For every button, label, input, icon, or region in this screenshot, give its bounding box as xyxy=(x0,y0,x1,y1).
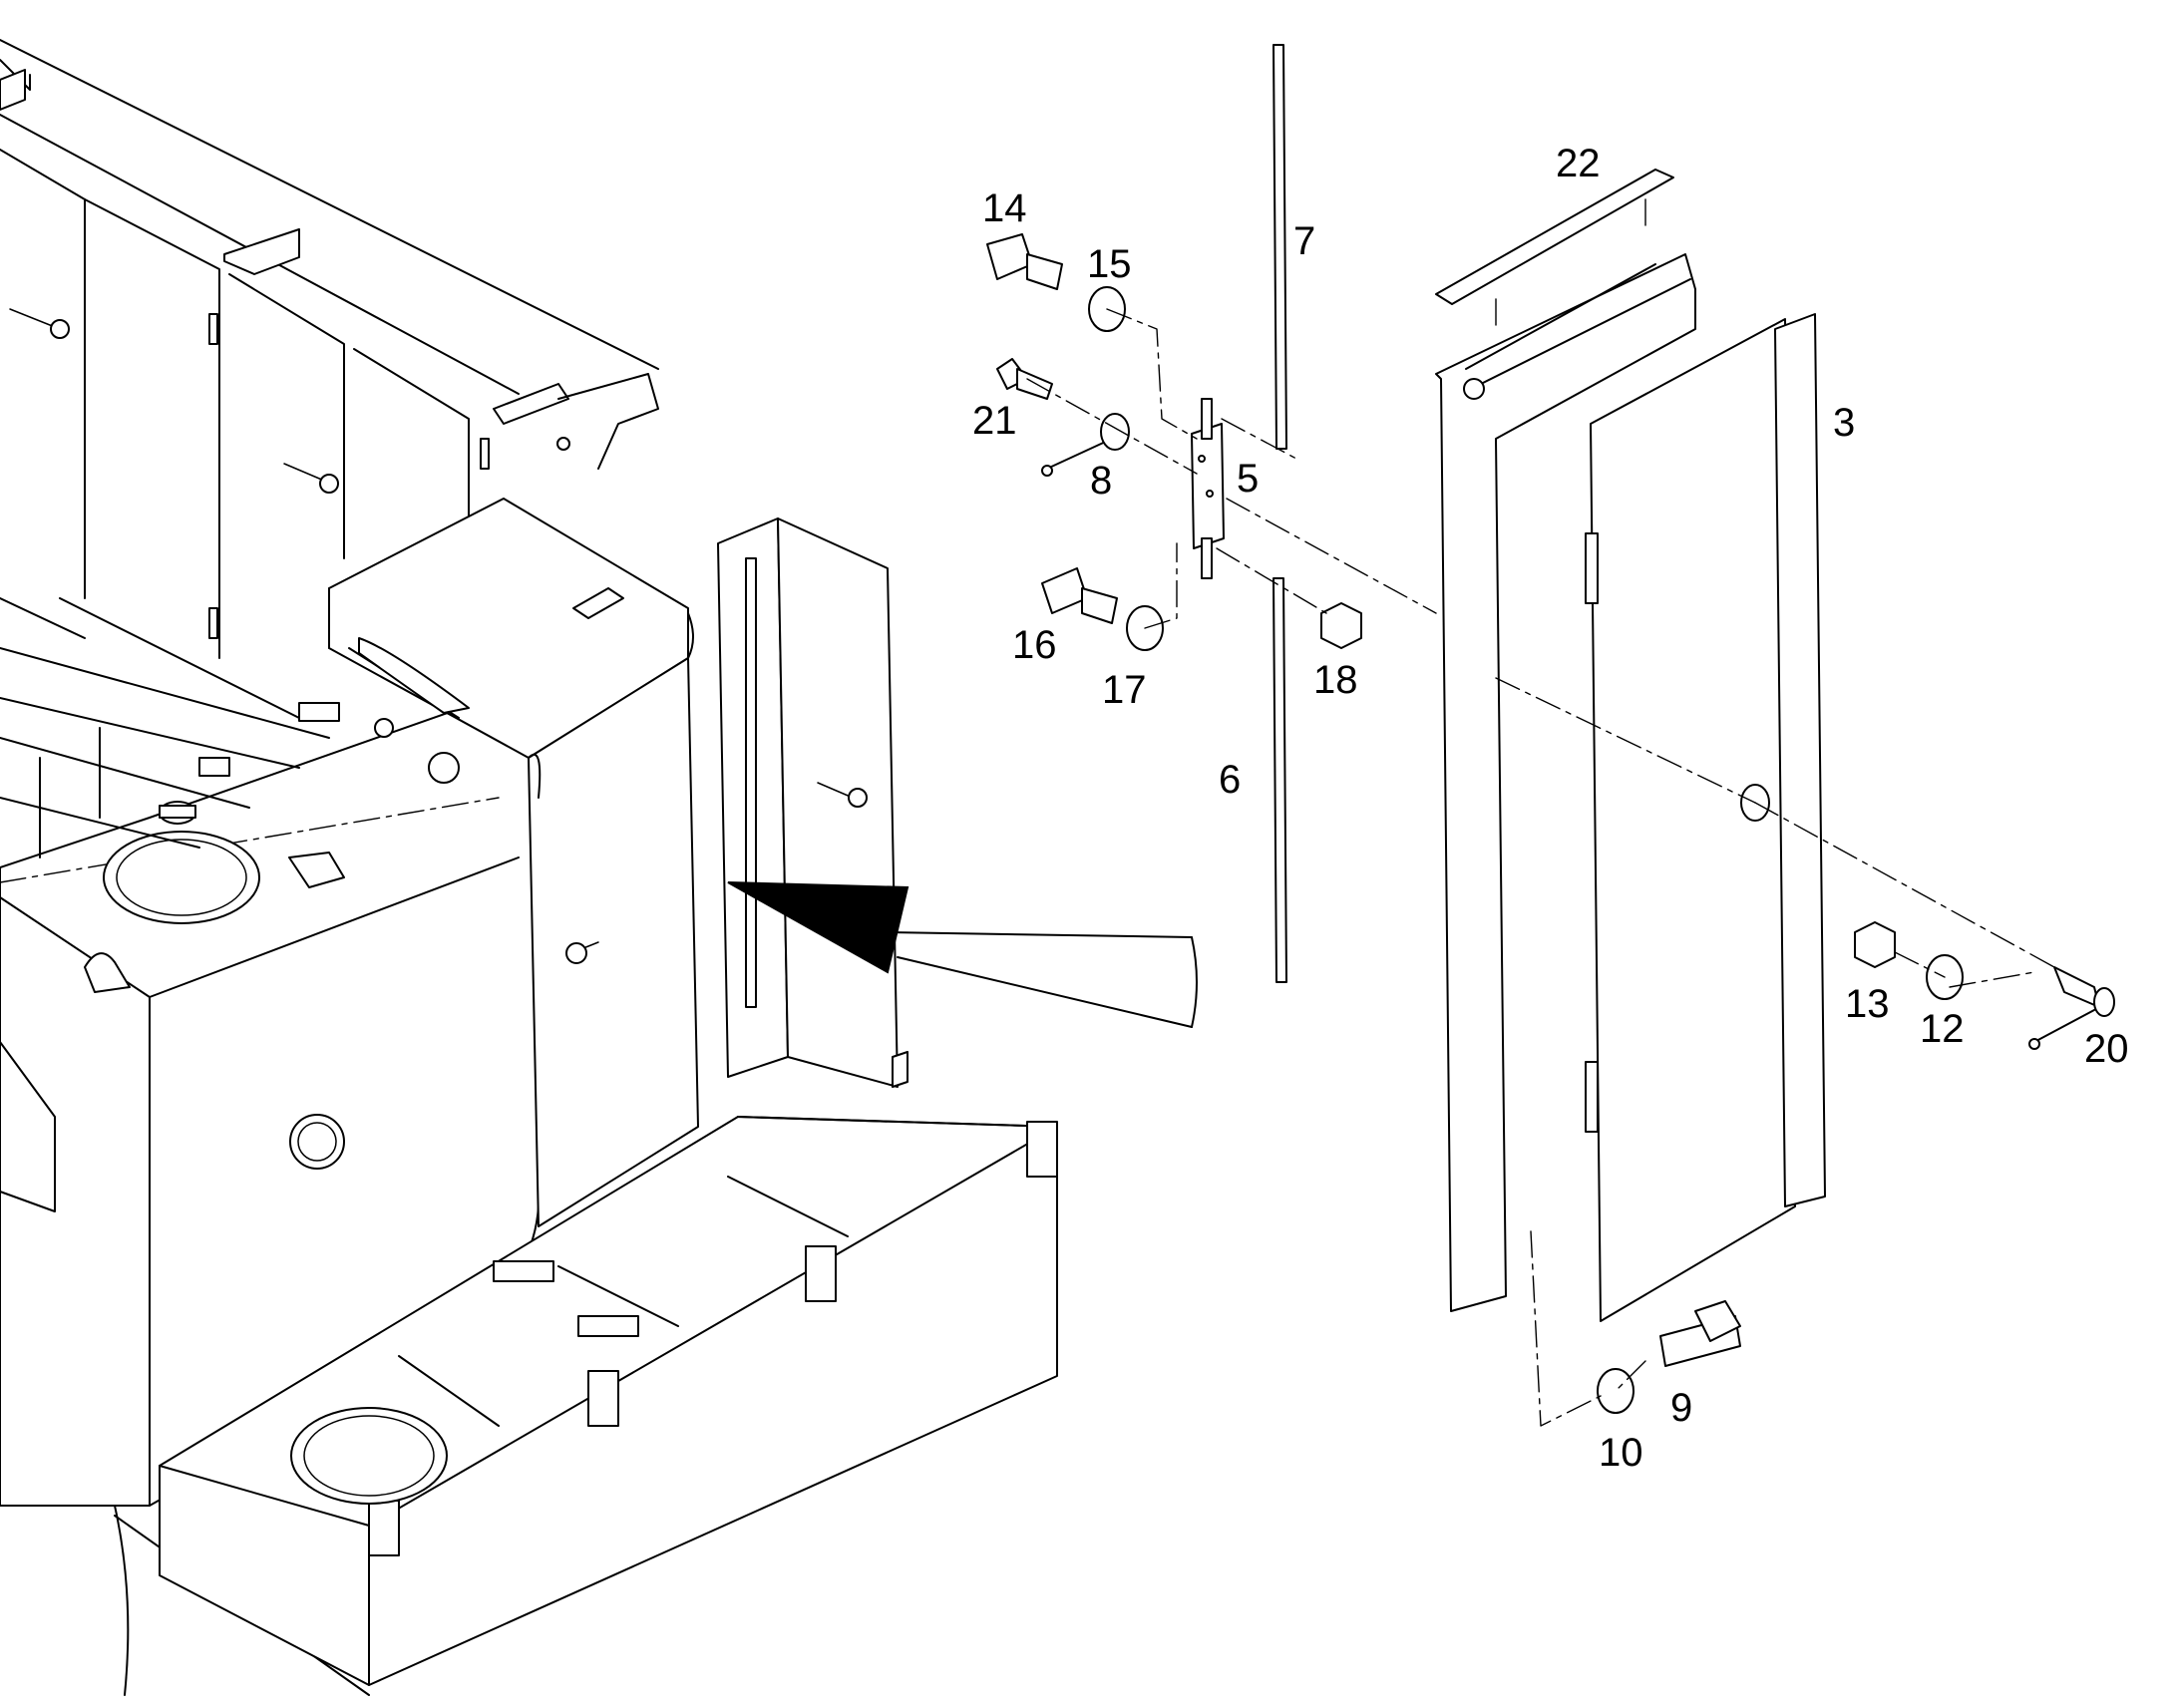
callout-18: 18 xyxy=(1313,658,1358,702)
part-6-strip xyxy=(1272,577,1287,983)
detail-pointer-arrow xyxy=(727,881,1198,1028)
part-3-door-panel xyxy=(1590,318,1796,1322)
callout-5: 5 xyxy=(1237,457,1259,501)
door-frame-column xyxy=(1435,253,1696,1312)
callout-12: 12 xyxy=(1920,1007,1965,1051)
callout-labels: 3 5 6 7 8 9 10 12 13 14 15 16 17 18 20 2… xyxy=(972,142,2129,1475)
callout-6: 6 xyxy=(1219,758,1241,802)
part-7-strip xyxy=(1272,44,1287,450)
part-13-nut xyxy=(1854,921,1896,968)
part-5-hinge-bracket xyxy=(1191,423,1225,549)
callout-16: 16 xyxy=(1012,623,1057,667)
callout-15: 15 xyxy=(1087,242,1132,286)
callout-8: 8 xyxy=(1090,459,1112,503)
part-9-bolt xyxy=(1659,1300,1741,1367)
callout-21: 21 xyxy=(972,399,1017,443)
machine-body-assembly xyxy=(0,39,1058,1696)
part-20-latch-pin xyxy=(2028,966,2115,1050)
part-14-bolt xyxy=(986,233,1063,290)
exploded-door-parts xyxy=(986,44,2115,1427)
callout-14: 14 xyxy=(982,186,1027,230)
part-8-pin xyxy=(1041,413,1130,477)
part-16-bolt xyxy=(1041,567,1118,624)
callout-9: 9 xyxy=(1670,1386,1692,1430)
callout-13: 13 xyxy=(1845,982,1890,1026)
callout-20: 20 xyxy=(2084,1027,2129,1071)
callout-7: 7 xyxy=(1293,219,1315,263)
callout-3: 3 xyxy=(1833,401,1855,445)
part-18-nut xyxy=(1320,602,1362,649)
part-10-washer xyxy=(1597,1368,1635,1414)
callout-17: 17 xyxy=(1102,668,1147,712)
part-22-seal-strip xyxy=(1435,169,1674,305)
part-21-screw xyxy=(996,358,1053,400)
callout-10: 10 xyxy=(1599,1431,1643,1475)
callout-22: 22 xyxy=(1556,142,1601,185)
